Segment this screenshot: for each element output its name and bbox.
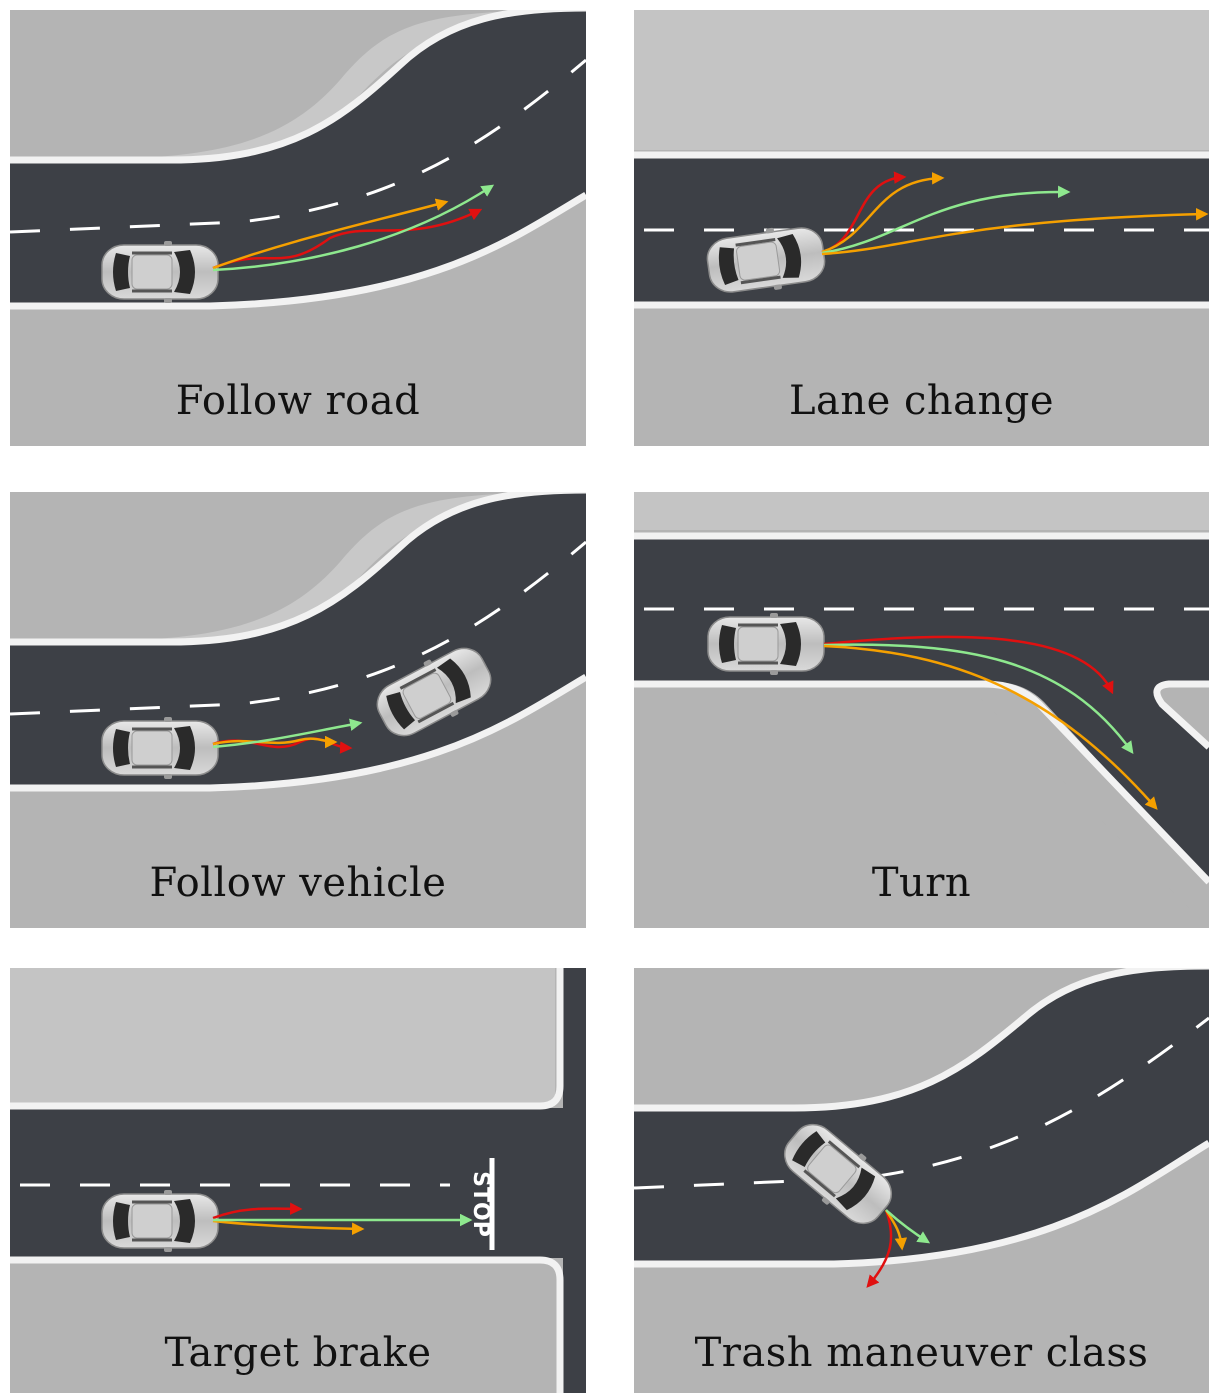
- panel-lane-change: Lane change: [634, 10, 1209, 446]
- panel-caption: Trash maneuver class: [634, 1330, 1209, 1376]
- ego-car-icon: [102, 1190, 218, 1252]
- panel-caption: Lane change: [634, 378, 1209, 424]
- panel-caption: Target brake: [10, 1330, 586, 1376]
- ego-car-icon: [102, 717, 218, 779]
- panel-caption: Follow road: [10, 378, 586, 424]
- panel-target-brake: STOP Target brake: [10, 968, 586, 1393]
- panel-follow-vehicle: Follow vehicle: [10, 492, 586, 928]
- panel-trash: Trash maneuver class: [634, 968, 1209, 1393]
- ego-car-icon: [708, 613, 824, 675]
- panel-turn: Turn: [634, 492, 1209, 928]
- panel-caption: Turn: [634, 860, 1209, 906]
- panel-follow-road: Follow road: [10, 10, 586, 446]
- road-asphalt: [10, 1108, 586, 1258]
- panel-caption: Follow vehicle: [10, 860, 586, 906]
- ego-car-icon: [102, 241, 218, 303]
- stop-marking: STOP: [468, 1171, 493, 1237]
- road-asphalt: [634, 968, 1209, 1264]
